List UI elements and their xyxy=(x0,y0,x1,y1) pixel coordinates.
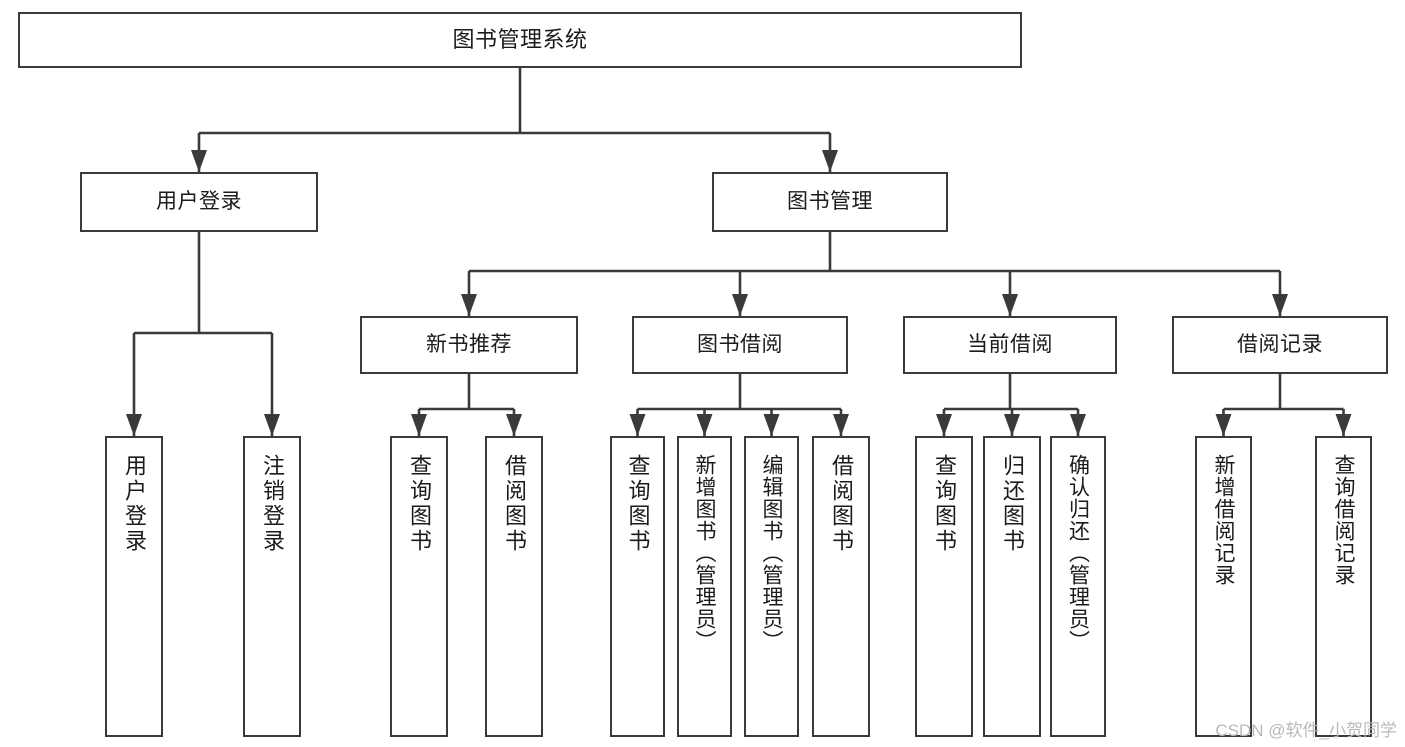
arrow-head-leaf-borrow-book-2 xyxy=(833,414,849,436)
arrow-head-leaf-add-record xyxy=(1215,414,1232,436)
node-leaf-borrow-book-2[interactable]: 借阅图书 xyxy=(812,436,870,737)
node-label: 借阅记录 xyxy=(1237,332,1323,356)
node-leaf-confirm-ret-admin[interactable]: 确认归还（管理员） xyxy=(1050,436,1106,737)
node-label: 借阅图书 xyxy=(829,454,854,554)
node-leaf-query-book-3[interactable]: 查询图书 xyxy=(915,436,973,737)
node-book-manage[interactable]: 图书管理 xyxy=(712,172,948,232)
node-label: 查询图书 xyxy=(932,454,957,554)
node-root[interactable]: 图书管理系统 xyxy=(18,12,1022,68)
node-label: 注销登录 xyxy=(260,454,285,554)
node-label: 新增借阅记录 xyxy=(1212,454,1235,586)
node-label: 新书推荐 xyxy=(426,332,512,356)
arrow-head-new-book-rec xyxy=(461,294,477,316)
node-leaf-query-book-2[interactable]: 查询图书 xyxy=(610,436,665,737)
arrow-head-current-borrow xyxy=(1002,294,1018,316)
node-label: 图书管理 xyxy=(787,189,873,213)
node-label: 用户登录 xyxy=(122,454,147,554)
arrow-head-leaf-query-book-2 xyxy=(629,414,646,436)
node-label: 查询图书 xyxy=(625,454,651,554)
arrow-head-leaf-user-login xyxy=(126,414,142,436)
node-leaf-add-record[interactable]: 新增借阅记录 xyxy=(1195,436,1252,737)
arrow-head-leaf-return-book xyxy=(1004,414,1020,436)
arrow-head-leaf-query-book-3 xyxy=(936,414,952,436)
node-leaf-add-book-admin[interactable]: 新增图书（管理员） xyxy=(677,436,732,737)
node-leaf-return-book[interactable]: 归还图书 xyxy=(983,436,1041,737)
node-label: 查询借阅记录 xyxy=(1332,454,1355,586)
node-leaf-query-record[interactable]: 查询借阅记录 xyxy=(1315,436,1372,737)
node-label: 当前借阅 xyxy=(967,332,1053,356)
arrow-head-leaf-edit-book-admin xyxy=(763,414,780,436)
node-label: 查询图书 xyxy=(407,454,432,554)
node-label: 图书管理系统 xyxy=(452,27,588,53)
arrow-head-leaf-query-record xyxy=(1335,414,1352,436)
node-label: 借阅图书 xyxy=(502,454,527,554)
node-label: 新增图书（管理员） xyxy=(693,454,716,652)
node-user-login[interactable]: 用户登录 xyxy=(80,172,318,232)
node-new-book-rec[interactable]: 新书推荐 xyxy=(360,316,578,374)
arrow-head-book-borrow xyxy=(732,294,748,316)
node-leaf-logout-login[interactable]: 注销登录 xyxy=(243,436,301,737)
node-leaf-edit-book-admin[interactable]: 编辑图书（管理员） xyxy=(744,436,799,737)
node-borrow-record[interactable]: 借阅记录 xyxy=(1172,316,1388,374)
node-leaf-borrow-book-1[interactable]: 借阅图书 xyxy=(485,436,543,737)
node-label: 确认归还（管理员） xyxy=(1066,454,1090,652)
node-book-borrow[interactable]: 图书借阅 xyxy=(632,316,848,374)
watermark-text: CSDN @软件_小贺同学 xyxy=(1215,721,1397,740)
arrow-head-borrow-record xyxy=(1272,294,1288,316)
arrow-head-book-manage xyxy=(822,150,838,172)
arrow-head-leaf-add-book-admin xyxy=(696,414,713,436)
node-label: 归还图书 xyxy=(1000,454,1025,554)
node-current-borrow[interactable]: 当前借阅 xyxy=(903,316,1117,374)
arrow-head-leaf-query-book-1 xyxy=(411,414,427,436)
arrow-head-leaf-confirm-ret-admin xyxy=(1070,414,1086,436)
node-label: 编辑图书（管理员） xyxy=(760,454,783,652)
arrow-head-user-login xyxy=(191,150,207,172)
arrow-head-leaf-logout-login xyxy=(264,414,280,436)
arrow-head-leaf-borrow-book-1 xyxy=(506,414,522,436)
node-label: 图书借阅 xyxy=(697,332,783,356)
node-leaf-query-book-1[interactable]: 查询图书 xyxy=(390,436,448,737)
node-leaf-user-login[interactable]: 用户登录 xyxy=(105,436,163,737)
node-label: 用户登录 xyxy=(156,189,242,213)
